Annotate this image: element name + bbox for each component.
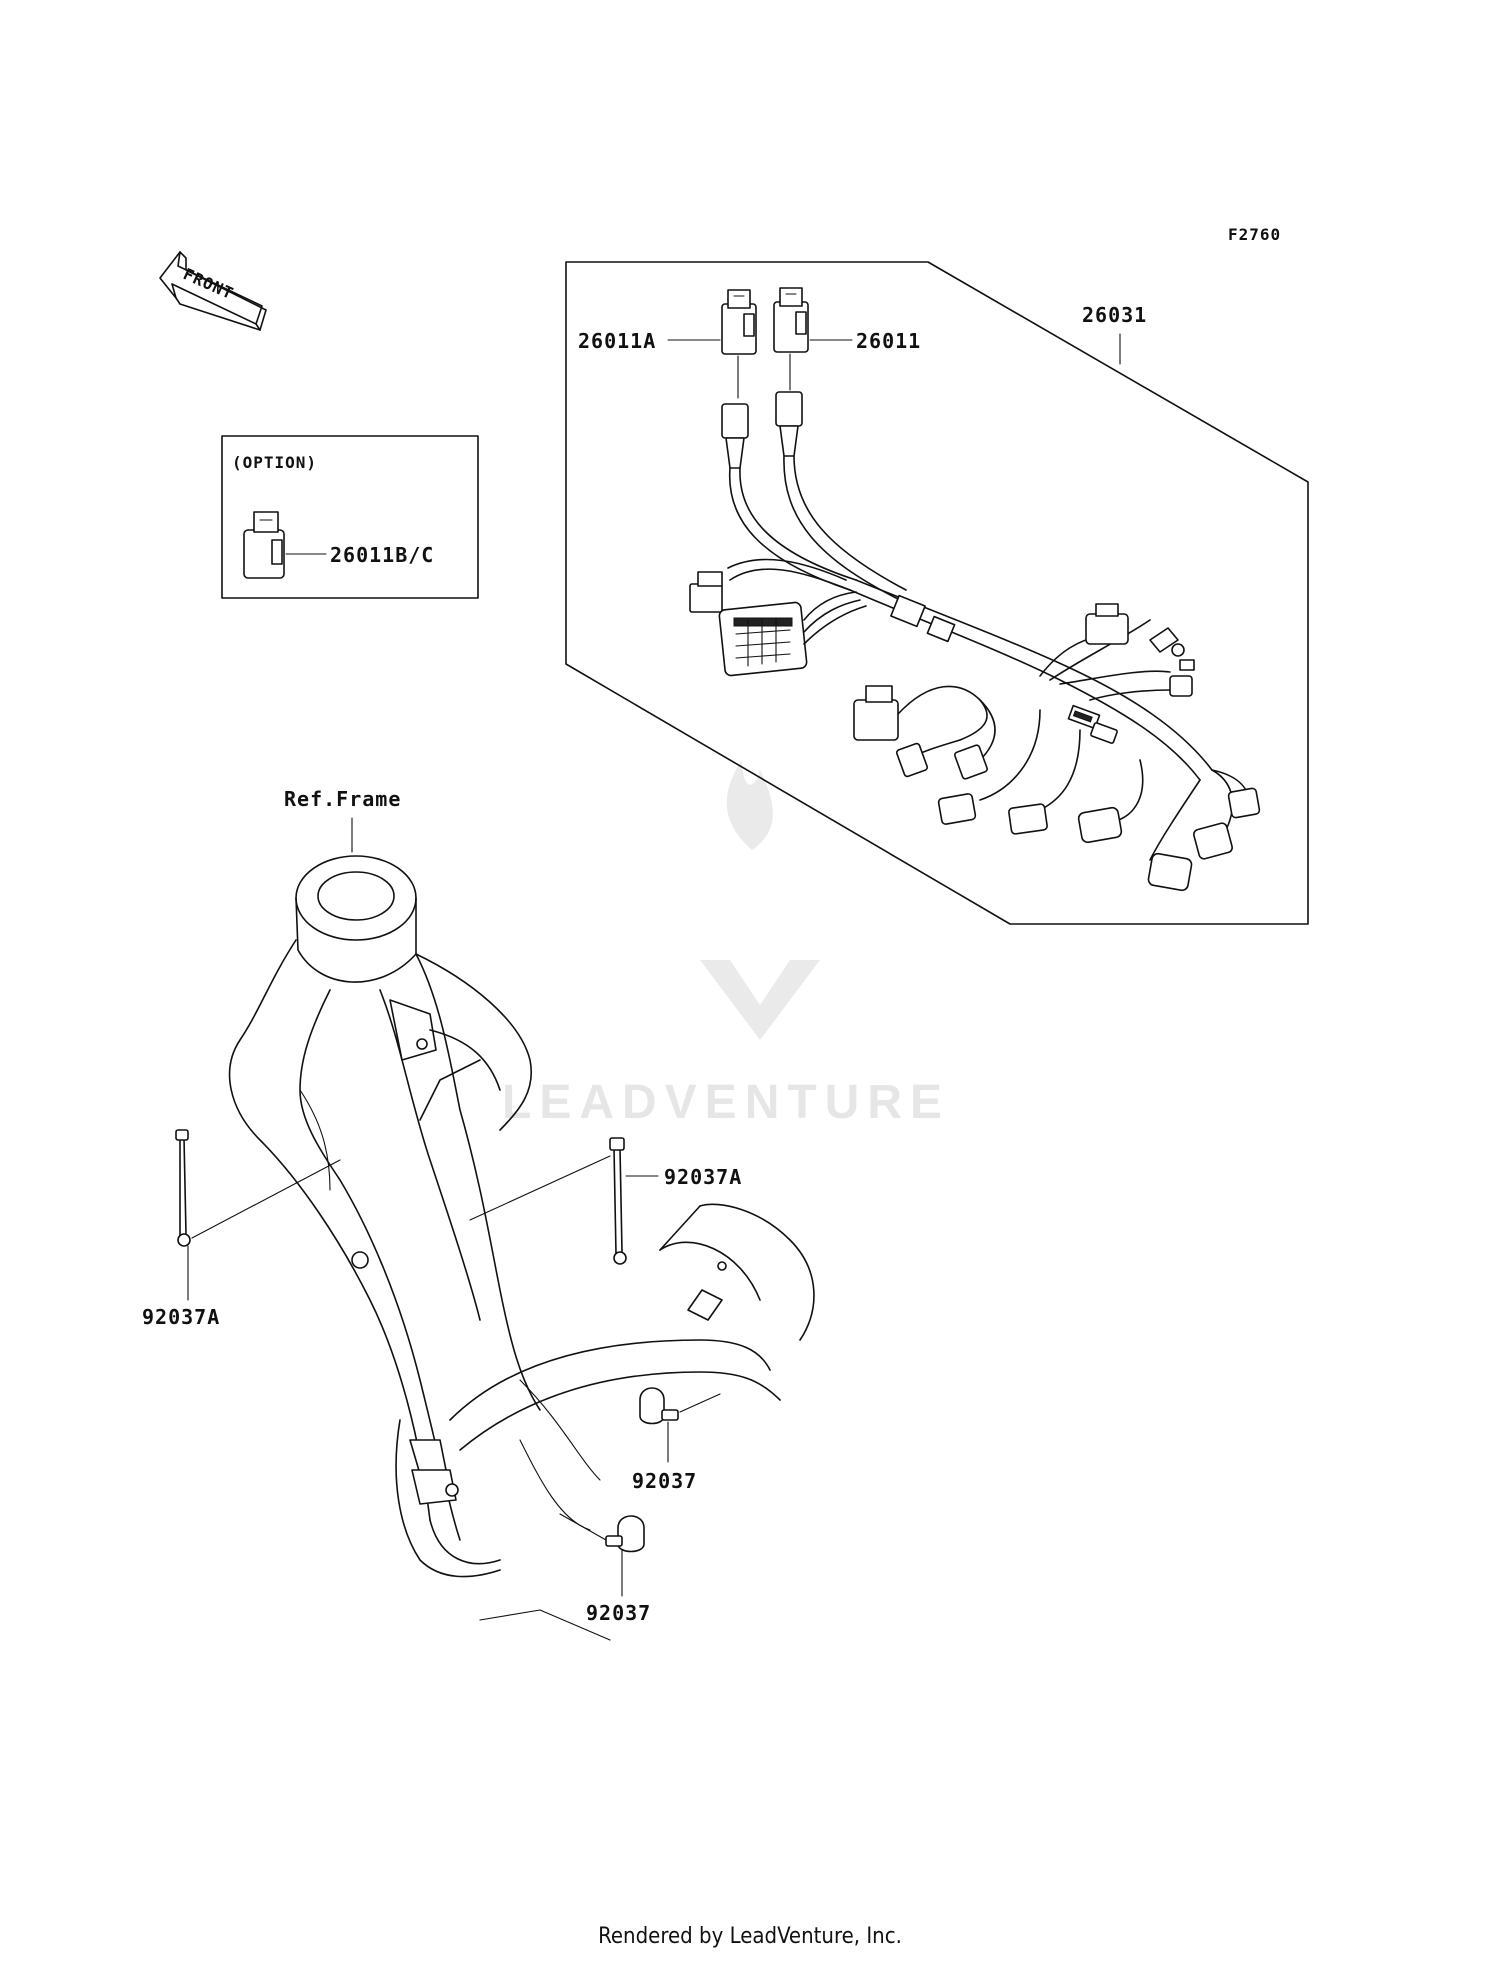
callout-clamp-upper: 92037	[632, 1421, 697, 1493]
callout-connector: 26011	[809, 329, 921, 353]
callout-connector-label: 26011	[856, 329, 921, 353]
connector-26011a	[721, 289, 757, 399]
callout-connector-option-label: 26011B/C	[330, 543, 434, 567]
connector-26011bc	[243, 511, 285, 579]
callout-clamp-a-right-label: 92037A	[664, 1165, 742, 1189]
callout-harness-label: 26031	[1082, 303, 1147, 327]
clamp-92037-lower	[559, 1513, 645, 1553]
callout-connector-a-label: 26011A	[578, 329, 656, 353]
clamp-92037a-right	[469, 1137, 627, 1265]
callout-harness: 26031	[1082, 303, 1147, 365]
motorcycle-frame	[228, 855, 815, 1641]
clamp-92037a-left	[175, 1129, 341, 1247]
connector-26011	[773, 287, 809, 391]
callout-clamp-a-left-label: 92037A	[142, 1305, 220, 1329]
figure-code: F2760	[1228, 225, 1281, 244]
option-box: (OPTION) 26011B/C	[221, 435, 479, 599]
harness-kit-outline	[565, 261, 1309, 925]
front-arrow-icon: FRONT	[159, 251, 267, 331]
callout-connector-a: 26011A	[578, 329, 721, 353]
callout-clamp-upper-label: 92037	[632, 1469, 697, 1493]
wire-harness-26031	[689, 391, 1261, 892]
watermark-text: LEADVENTURE	[502, 1076, 950, 1129]
callout-clamp-lower: 92037	[586, 1549, 651, 1625]
clamp-92037-upper	[639, 1387, 721, 1425]
callout-clamp-a-right: 92037A	[625, 1165, 742, 1189]
leadventure-watermark: LEADVENTURE	[502, 760, 950, 1129]
callout-ref-frame: Ref.Frame	[284, 787, 401, 853]
footer-credit: Rendered by LeadVenture, Inc.	[598, 1924, 902, 1949]
callout-clamp-lower-label: 92037	[586, 1601, 651, 1625]
callout-ref-frame-label: Ref.Frame	[284, 787, 401, 811]
option-box-title: (OPTION)	[232, 453, 317, 472]
callout-clamp-a-left: 92037A	[142, 1245, 220, 1329]
